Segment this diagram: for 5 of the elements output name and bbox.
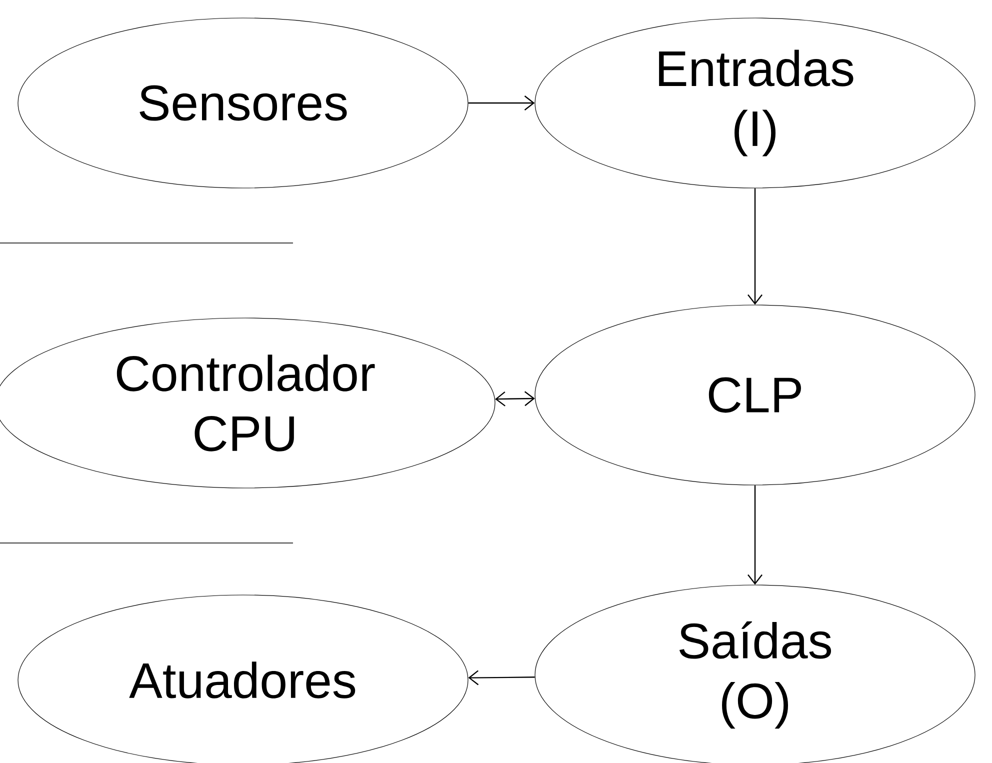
arrow <box>468 670 535 686</box>
arrow <box>468 96 535 110</box>
arrow <box>748 188 762 305</box>
arrow <box>748 485 762 585</box>
arrow <box>495 391 535 406</box>
